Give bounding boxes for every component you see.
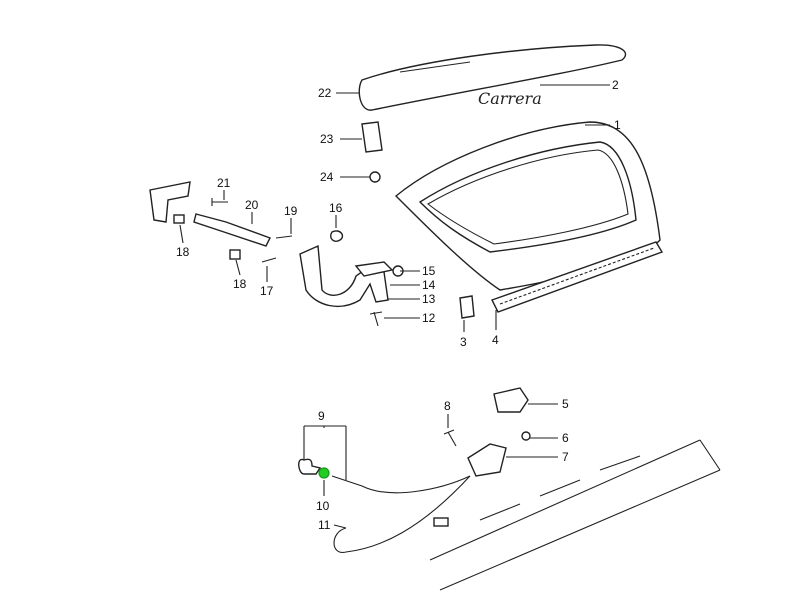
- lock-striker-5[interactable]: [493, 387, 529, 413]
- clip-18b[interactable]: [229, 249, 241, 260]
- body-panel: [429, 439, 721, 591]
- callout-5[interactable]: 5: [562, 397, 569, 411]
- callout-21[interactable]: 21: [217, 176, 231, 190]
- air-grille[interactable]: [491, 241, 664, 313]
- cable-end: [433, 517, 449, 527]
- hinge-arm[interactable]: [299, 244, 389, 307]
- hinge-bracket-23[interactable]: [361, 121, 383, 153]
- bolt-21[interactable]: [211, 198, 228, 206]
- callout-14[interactable]: 14: [422, 278, 436, 292]
- grommet-24[interactable]: [369, 171, 381, 183]
- bolt-19[interactable]: [275, 235, 293, 239]
- callout-11[interactable]: 11: [318, 518, 331, 532]
- callout-22[interactable]: 22: [318, 86, 332, 100]
- callout-3[interactable]: 3: [460, 335, 467, 349]
- rubber-buffer-3[interactable]: [459, 295, 475, 319]
- callout-17[interactable]: 17: [260, 284, 274, 298]
- callout-15[interactable]: 15: [422, 264, 436, 278]
- clip-16[interactable]: [330, 230, 344, 242]
- gas-strut-20[interactable]: [193, 213, 271, 247]
- callout-8[interactable]: 8: [444, 399, 451, 413]
- callout-18-upper[interactable]: 18: [176, 245, 190, 259]
- callout-2[interactable]: 2: [612, 78, 619, 92]
- callout-16[interactable]: 16: [329, 201, 343, 215]
- release-cable[interactable]: [331, 475, 471, 494]
- highlighted-part-10[interactable]: [318, 467, 330, 479]
- callout-4[interactable]: 4: [492, 333, 499, 347]
- leader-lines: [179, 84, 610, 529]
- callout-12[interactable]: 12: [422, 311, 436, 325]
- callout-13[interactable]: 13: [422, 292, 436, 306]
- bolt-17[interactable]: [261, 257, 277, 263]
- release-handle-9[interactable]: [298, 458, 322, 475]
- callout-19[interactable]: 19: [284, 204, 298, 218]
- bolt-12[interactable]: [369, 311, 383, 327]
- bolt-8[interactable]: [443, 429, 457, 447]
- callout-6[interactable]: 6: [562, 431, 569, 445]
- lid-window: [418, 141, 637, 253]
- callout-10[interactable]: 10: [316, 499, 330, 513]
- shim-14[interactable]: [354, 261, 394, 277]
- cable-11[interactable]: [333, 475, 471, 553]
- clip-18a[interactable]: [173, 214, 185, 224]
- callout-24[interactable]: 24: [320, 170, 334, 184]
- strut-bracket[interactable]: [149, 181, 191, 223]
- spoiler-slot: [399, 61, 471, 73]
- screw-6[interactable]: [521, 431, 531, 441]
- callout-7[interactable]: 7: [562, 450, 569, 464]
- callout-23[interactable]: 23: [320, 132, 334, 146]
- rear-spoiler[interactable]: [358, 44, 627, 111]
- callout-18-lower[interactable]: 18: [233, 277, 247, 291]
- lock-7[interactable]: [467, 443, 507, 477]
- callout-1[interactable]: 1: [614, 118, 621, 132]
- callout-9[interactable]: 9: [318, 409, 325, 423]
- callout-20[interactable]: 20: [245, 198, 259, 212]
- carrera-logo[interactable]: Carrera: [478, 89, 542, 108]
